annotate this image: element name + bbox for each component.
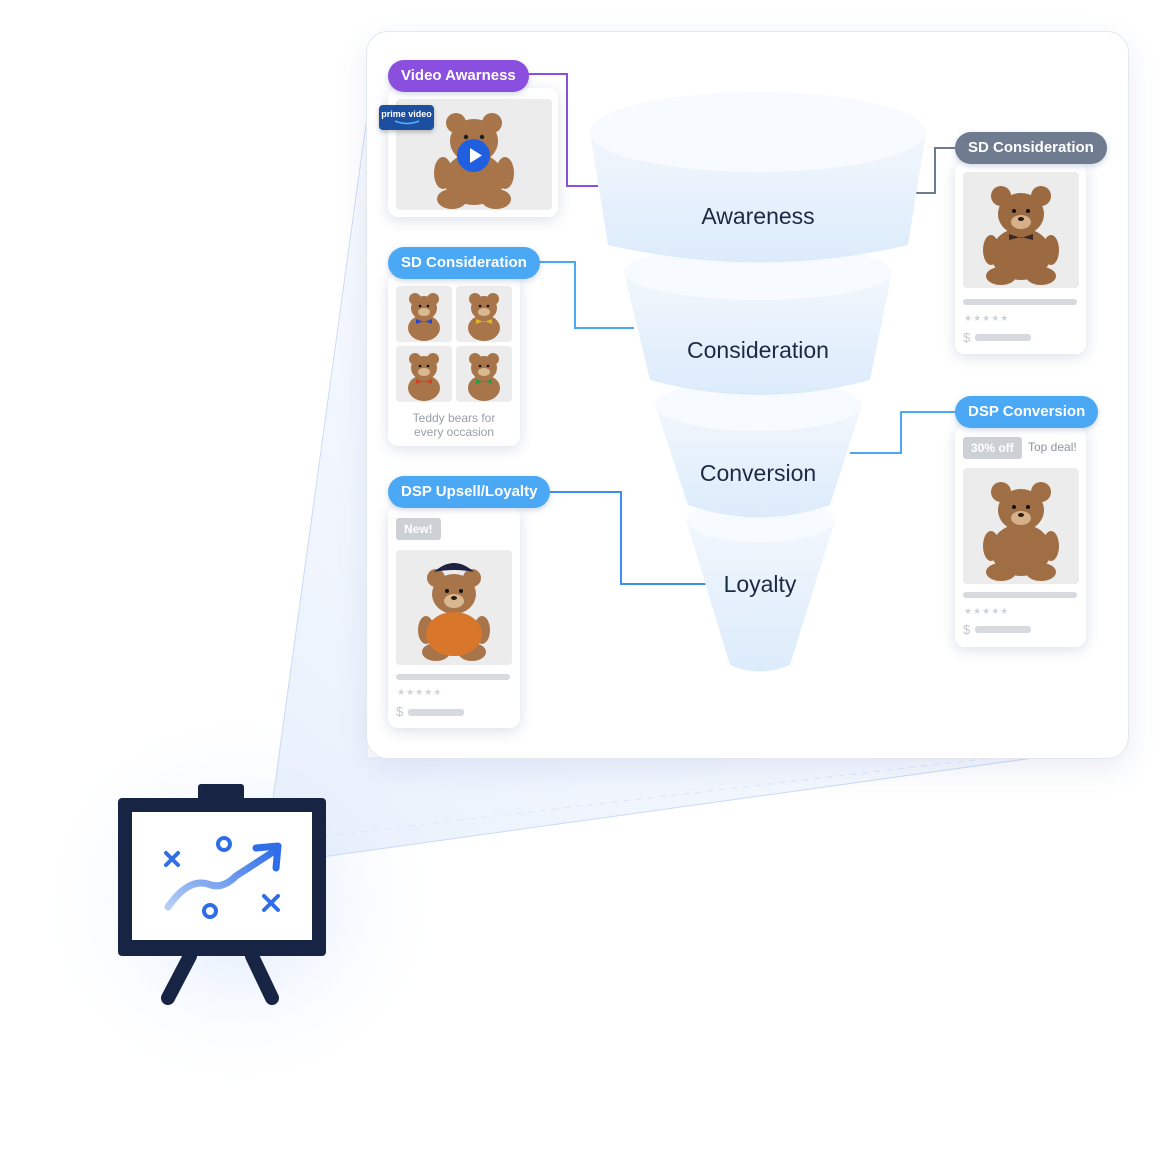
play-icon [457,139,490,172]
funnel-segment-consideration [624,244,892,395]
dsp-upsell-loyalty-pill: DSP Upsell/Loyalty [388,476,550,508]
grid-caption-line2: every occasion [388,425,520,439]
play-button[interactable] [457,139,490,172]
rating-stars: ★★★★★ [397,687,442,698]
dsp-loyalty-card[interactable]: New! ★★★★★ $ [388,506,520,728]
teddy-bear-icon [396,550,512,665]
price-symbol: $ [963,622,970,637]
funnel-segment-conversion [655,379,862,518]
teddy-bear-icon [963,172,1079,288]
teddy-bear-icon [456,286,512,342]
presentation-board-icon [110,780,340,1020]
connector-dsp-conversion [850,412,956,453]
prime-video-text: prime video [379,109,434,119]
discount-tag: 30% off [963,437,1022,459]
teddy-bear-icon [963,468,1079,584]
stage-label-loyalty: Loyalty [610,571,910,598]
price-placeholder-bar [975,626,1031,633]
funnel-segment-awareness [590,92,926,263]
stage-label-awareness: Awareness [608,203,908,230]
dsp-conversion-pill: DSP Conversion [955,396,1098,428]
teddy-bear-icon [456,346,512,402]
prime-video-badge: prime video [379,105,434,130]
bear-thumb-green-bow [456,346,512,402]
stage-label-consideration: Consideration [608,337,908,364]
bear-thumb-red-bow [396,346,452,402]
price-symbol: $ [396,704,403,719]
sd-consideration-grid-card[interactable]: Teddy bears for every occasion [388,274,520,446]
title-placeholder-bar [396,674,510,680]
title-placeholder-bar [963,592,1077,598]
title-placeholder-bar [963,299,1077,305]
dsp-conversion-card[interactable]: 30% off Top deal! ★★★★★ $ [955,426,1086,647]
rating-stars: ★★★★★ [964,606,1009,617]
teddy-bear-photo-hat [396,550,512,665]
video-awareness-pill: Video Awarness [388,60,529,92]
price-symbol: $ [963,330,970,345]
grid-caption-line1: Teddy bears for [388,411,520,425]
sd-consideration-right-pill: SD Consideration [955,132,1107,164]
smile-arrow-icon [379,119,434,127]
connector-sd-consideration-left [536,262,634,328]
price-placeholder-bar [408,709,464,716]
bear-thumb-blue-bow [396,286,452,342]
new-tag: New! [396,518,441,540]
top-deal-label: Top deal! [1028,440,1077,454]
stage-label-conversion: Conversion [608,460,908,487]
sd-consideration-left-pill: SD Consideration [388,247,540,279]
teddy-bear-icon [396,346,452,402]
price-placeholder-bar [975,334,1031,341]
teddy-bear-icon [396,286,452,342]
rating-stars: ★★★★★ [964,313,1009,324]
teddy-bear-photo [963,468,1079,584]
teddy-bear-photo [963,172,1079,288]
sd-consideration-product-card[interactable]: ★★★★★ $ [955,162,1086,354]
bear-thumb-yellow-bow [456,286,512,342]
